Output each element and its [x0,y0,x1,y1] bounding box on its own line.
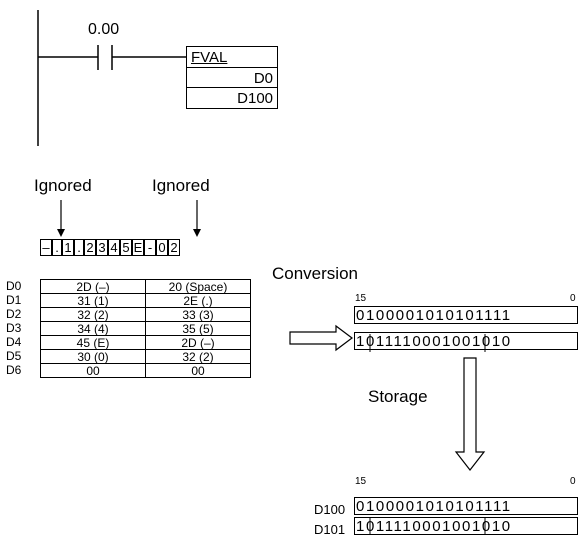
character-box: 4 [108,239,120,256]
character-box: . [52,239,62,256]
table-cell: 33 (3) [145,307,251,322]
address-label: D5 [6,349,22,363]
table-row: 30 (0)32 (2) [40,349,251,364]
ignored-label-right: Ignored [152,176,210,195]
storage-bit-15-label: 15 [355,476,367,487]
table-cell: 32 (2) [145,349,251,364]
address-label: D1 [6,293,22,307]
character-box: 5 [120,239,132,256]
conversion-label: Conversion [272,264,358,283]
arrow-down-icon [193,229,201,237]
table-cell: 00 [40,363,146,378]
table-row: 32 (2)33 (3) [40,307,251,322]
bit-15-label: 15 [355,293,367,304]
table-cell: 34 (4) [40,321,146,336]
table-row: 45 (E)2D (–) [40,335,251,350]
table-row: 31 (1)2E (.) [40,293,251,308]
table-cell: 00 [145,363,251,378]
contact-address: 0.00 [88,21,120,38]
arrow-down-icon [57,229,65,237]
storage-address-d100: D100 [314,502,346,517]
storage-address-d101: D101 [314,522,346,537]
character-box: - [144,239,156,256]
address-label: D6 [6,363,22,377]
storage-word-d100: 0100001010101111 [354,497,578,515]
source-address-labels: D0 D1 D2 D3 D4 D5 D6 [6,280,21,378]
conversion-arrow-icon [289,324,353,352]
instruction-destination: D100 [237,90,273,107]
table-cell: 35 (5) [145,321,251,336]
table-row: 34 (4)35 (5) [40,321,251,336]
table-cell: 20 (Space) [145,279,251,294]
character-box: . [74,239,84,256]
instruction-source: D0 [253,70,273,87]
table-cell: 32 (2) [40,307,146,322]
converted-word-2: 1011110001001010 [354,332,578,350]
storage-word-d101: 1011110001001010 [354,517,578,535]
address-label: D0 [6,279,22,293]
table-cell: 45 (E) [40,335,146,350]
ignored-label-left: Ignored [34,176,92,195]
table-cell: 2E (.) [145,293,251,308]
address-label: D2 [6,307,22,321]
storage-bit-0-label: 0 [570,476,576,487]
converted-word-1: 0100001010101111 [354,306,578,324]
character-box: 0 [156,239,168,256]
fval-instruction-block: FVAL D0 D100 [186,46,278,109]
character-box: – [40,239,52,256]
character-box: 1 [62,239,74,256]
address-label: D4 [6,335,22,349]
character-box: 2 [84,239,96,256]
table-cell: 2D (–) [145,335,251,350]
source-ascii-table: 2D (–)20 (Space) 31 (1)2E (.) 32 (2)33 (… [40,279,251,378]
table-cell: 31 (1) [40,293,146,308]
storage-arrow-icon [454,357,486,471]
address-label: D3 [6,321,22,335]
table-cell: 2D (–) [40,279,146,294]
storage-label: Storage [368,387,428,406]
table-row: 2D (–)20 (Space) [40,279,251,294]
instruction-mnemonic: FVAL [191,49,228,66]
character-box: 2 [168,239,180,256]
bit-0-label: 0 [570,293,576,304]
table-cell: 30 (0) [40,349,146,364]
character-box: E [132,239,144,256]
character-box: 3 [96,239,108,256]
